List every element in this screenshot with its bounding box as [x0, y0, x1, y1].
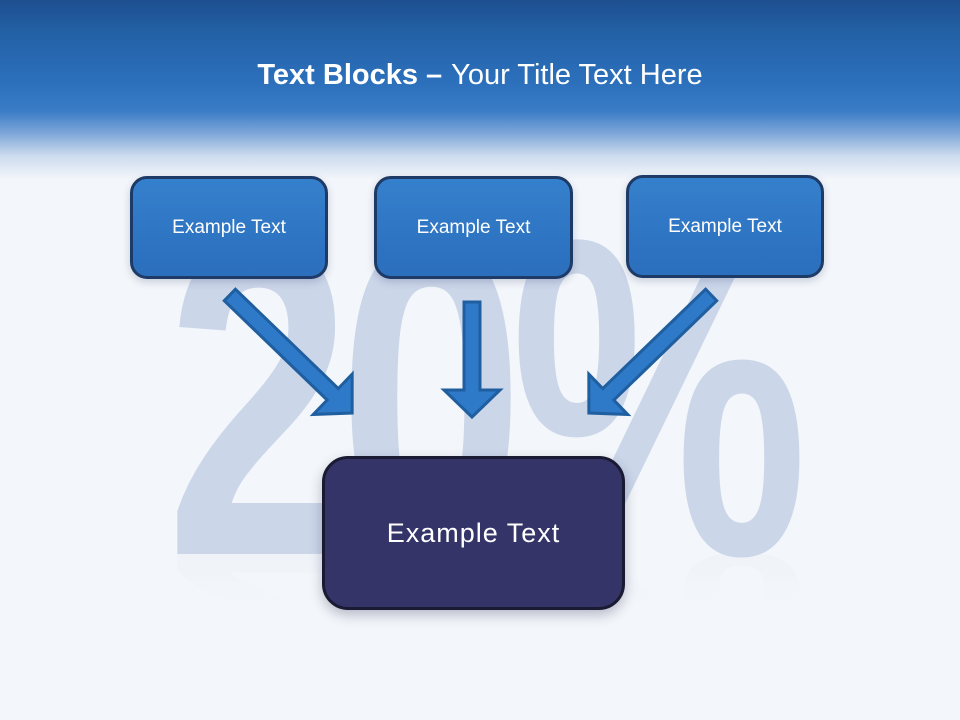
text-block-3: Example Text — [626, 175, 824, 278]
header-band — [0, 0, 960, 185]
text-block-3-label: Example Text — [668, 215, 782, 237]
result-block: Example Text — [322, 456, 625, 610]
arrow-down-right-icon — [222, 287, 354, 417]
arrow-down-left-icon — [587, 287, 719, 417]
text-block-1-label: Example Text — [172, 216, 286, 238]
slide-title: Text Blocks –Your Title Text Here — [0, 55, 960, 95]
title-regular-segment: Your Title Text Here — [451, 59, 703, 91]
arrow-down-icon — [440, 300, 504, 420]
result-block-label: Example Text — [386, 517, 561, 548]
text-block-2: Example Text — [374, 176, 573, 279]
text-block-2-label: Example Text — [416, 216, 531, 238]
text-block-1: Example Text — [130, 176, 328, 279]
title-bold-segment: Text Blocks – — [257, 59, 443, 91]
